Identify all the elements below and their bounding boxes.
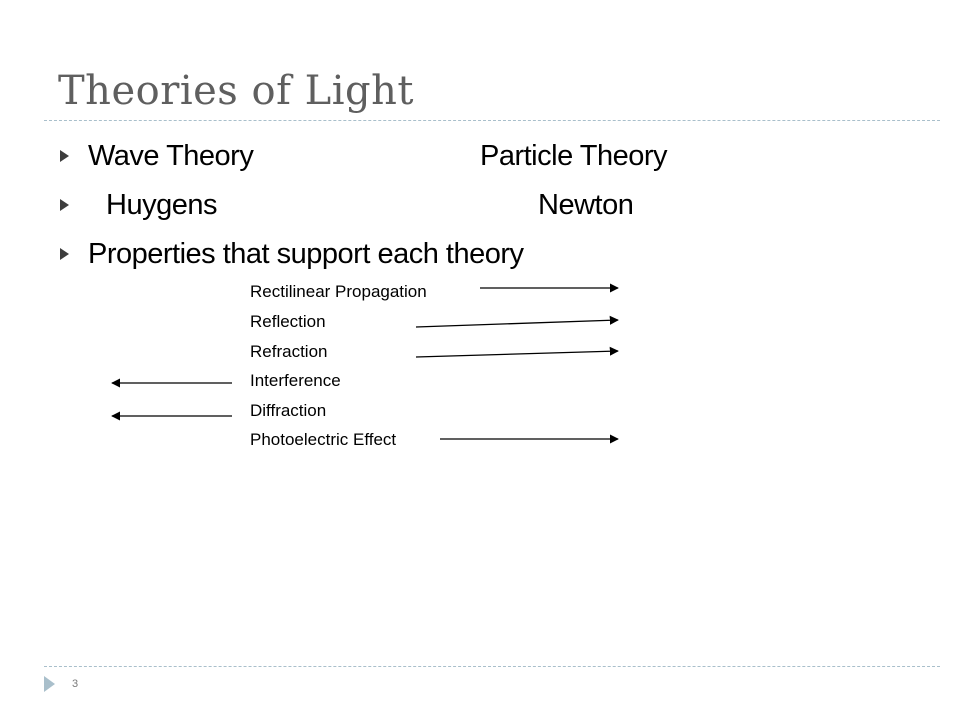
property-interference: Interference — [250, 371, 341, 390]
properties-heading: Properties that support each theory — [88, 238, 524, 270]
arrow-reflection-to-particle — [415, 315, 619, 328]
bullet-arrow-icon — [60, 248, 69, 260]
bullet-arrow-icon — [60, 199, 69, 211]
wave-theory-label: Wave Theory — [88, 140, 254, 172]
slide-title: Theories of Light — [58, 68, 414, 114]
property-photoelectric-effect: Photoelectric Effect — [250, 430, 397, 449]
arrow-refraction-to-particle — [415, 346, 619, 358]
particle-theory-label: Particle Theory — [480, 140, 668, 172]
footer-triangle-icon — [44, 676, 55, 692]
bullet-arrow-icon — [60, 150, 69, 162]
title-divider — [44, 120, 940, 121]
page-number: 3 — [72, 678, 79, 690]
newton-label: Newton — [538, 189, 634, 221]
huygens-label: Huygens — [106, 189, 217, 221]
footer-divider — [44, 666, 940, 667]
property-rectilinear-propagation: Rectilinear Propagation — [250, 282, 427, 301]
property-diffraction: Diffraction — [250, 401, 327, 420]
property-reflection: Reflection — [250, 312, 326, 331]
property-refraction: Refraction — [250, 342, 328, 361]
